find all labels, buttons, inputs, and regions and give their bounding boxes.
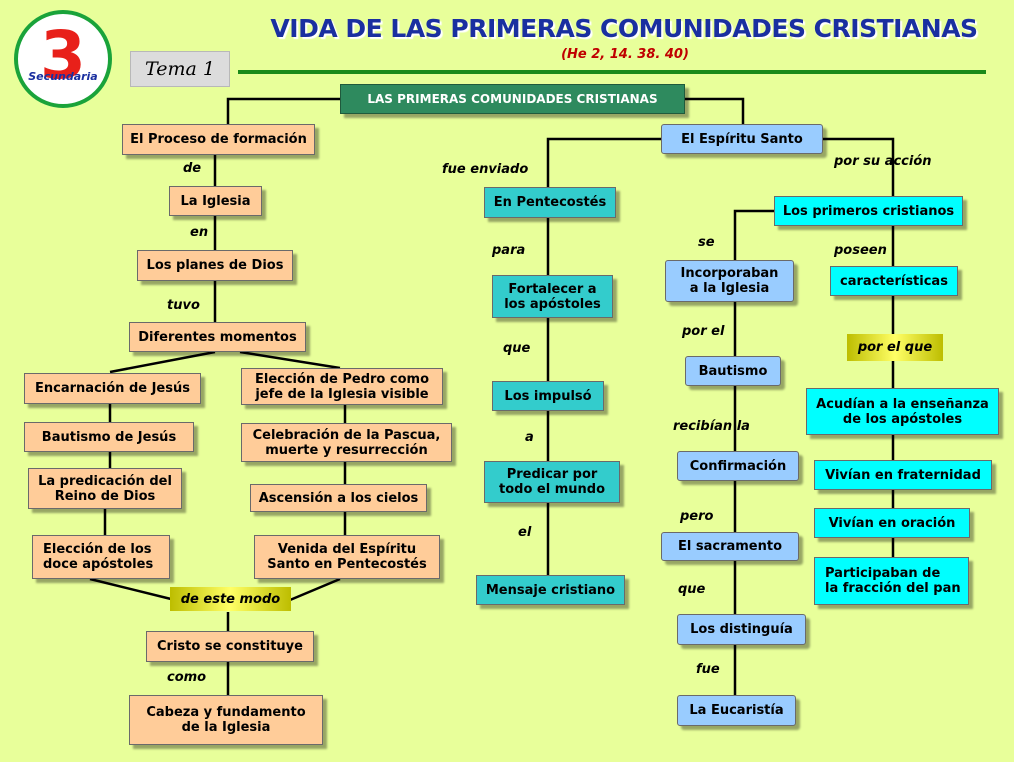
connector-de-este-modo: de este modo bbox=[170, 587, 291, 611]
connector-por-el: por el bbox=[682, 324, 725, 339]
connector-que: que bbox=[503, 341, 531, 356]
bible-reference: (He 2, 14. 38. 40) bbox=[561, 47, 689, 62]
connector-fue-enviado: fue enviado bbox=[442, 162, 529, 177]
moment-ascension: Ascensión a los cielos bbox=[250, 484, 427, 512]
moment-predicacion: La predicación del Reino de Dios bbox=[28, 468, 182, 509]
node-mensaje: Mensaje cristiano bbox=[476, 575, 625, 605]
trait-ensenanza: Acudían a la enseñanza de los apóstoles bbox=[806, 388, 999, 435]
node-bautismo: Bautismo bbox=[685, 356, 781, 386]
connector-para: para bbox=[492, 243, 526, 258]
moment-bautismo-jesus: Bautismo de Jesús bbox=[24, 422, 194, 452]
connector-tuvo: tuvo bbox=[167, 298, 200, 313]
node-espiritu-santo: El Espíritu Santo bbox=[661, 124, 823, 154]
grade-number: 3 bbox=[40, 17, 86, 94]
node-sacramento: El sacramento bbox=[661, 532, 799, 561]
connector-fue: fue bbox=[696, 662, 720, 677]
moment-encarnacion: Encarnación de Jesús bbox=[24, 373, 201, 404]
connector-poseen: poseen bbox=[834, 243, 887, 258]
connector-por-su-accion: por su acción bbox=[834, 154, 932, 169]
topic-label: Tema 1 bbox=[130, 51, 230, 87]
connector-a: a bbox=[525, 430, 534, 445]
node-cabeza: Cabeza y fundamento de la Iglesia bbox=[129, 695, 323, 745]
trait-oracion: Vivían en oración bbox=[814, 508, 970, 538]
node-pentecostes: En Pentecostés bbox=[484, 187, 616, 218]
trait-fraternidad: Vivían en fraternidad bbox=[814, 460, 992, 490]
connector-de: de bbox=[183, 161, 202, 176]
node-predicar: Predicar por todo el mundo bbox=[484, 461, 620, 503]
root-node: LAS PRIMERAS COMUNIDADES CRISTIANAS bbox=[340, 84, 685, 114]
grade-logo: 3 Secundaria bbox=[14, 10, 112, 108]
node-impulso: Los impulsó bbox=[492, 381, 604, 411]
grade-label: Secundaria bbox=[28, 70, 98, 83]
node-primeros-cristianos: Los primeros cristianos bbox=[774, 196, 963, 226]
connector-el: el bbox=[518, 525, 532, 540]
trait-fraccion-pan: Participaban de la fracción del pan bbox=[814, 557, 969, 605]
connector-recibian-la: recibían la bbox=[673, 419, 750, 434]
node-momentos: Diferentes momentos bbox=[129, 322, 306, 352]
node-planes: Los planes de Dios bbox=[137, 250, 293, 281]
moment-eleccion-pedro: Elección de Pedro como jefe de la Iglesi… bbox=[241, 368, 443, 405]
title-divider bbox=[238, 70, 986, 74]
node-eucaristia: La Eucaristía bbox=[677, 695, 796, 726]
moment-eleccion-apostoles: Elección de los doce apóstoles bbox=[32, 535, 170, 579]
connector-pero: pero bbox=[680, 509, 714, 524]
node-caracteristicas: características bbox=[830, 266, 958, 296]
node-iglesia: La Iglesia bbox=[169, 186, 262, 216]
node-proceso: El Proceso de formación bbox=[122, 124, 315, 155]
node-confirmacion: Confirmación bbox=[677, 451, 799, 481]
node-fortalecer: Fortalecer a los apóstoles bbox=[492, 275, 613, 318]
moment-venida-espiritu: Venida del Espíritu Santo en Pentecostés bbox=[254, 535, 440, 579]
node-cristo: Cristo se constituye bbox=[146, 631, 314, 662]
connector-por-el-que: por el que bbox=[847, 334, 943, 361]
page-title: VIDA DE LAS PRIMERAS COMUNIDADES CRISTIA… bbox=[270, 14, 978, 43]
connector-como: como bbox=[167, 670, 207, 685]
moment-pascua: Celebración de la Pascua, muerte y resur… bbox=[241, 423, 452, 462]
connector-en: en bbox=[190, 225, 209, 240]
node-incorporaban: Incorporaban a la Iglesia bbox=[665, 260, 794, 302]
connector-que-right: que bbox=[678, 582, 706, 597]
node-distinguia: Los distinguía bbox=[677, 614, 806, 645]
connector-se: se bbox=[698, 235, 715, 250]
